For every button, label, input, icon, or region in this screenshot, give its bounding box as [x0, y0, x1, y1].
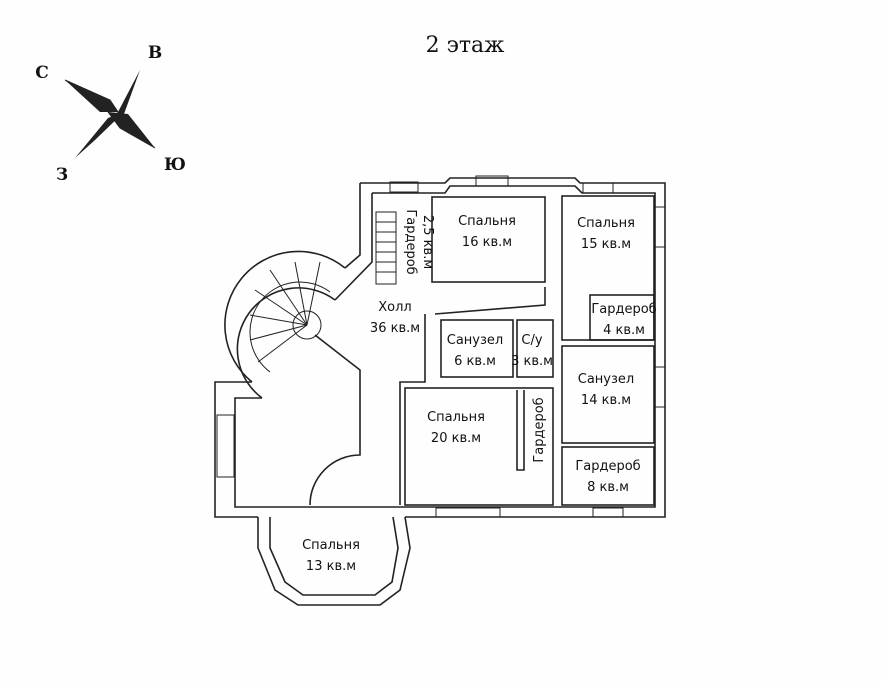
room-name: Спальня	[577, 216, 635, 231]
room-area: 14 кв.м	[581, 393, 631, 408]
room-name: Гардероб	[591, 302, 656, 317]
compass-east: В	[148, 43, 162, 63]
room-name: Холл	[378, 300, 411, 315]
room-area: 6 кв.м	[454, 354, 496, 369]
room-area: 16 кв.м	[462, 235, 512, 250]
room-area: 15 кв.м	[581, 237, 631, 252]
room-area: 13 кв.м	[306, 559, 356, 574]
room-area: 2,5 кв.м	[420, 215, 435, 269]
room-name: Гардероб	[403, 209, 418, 274]
walls	[214, 175, 666, 606]
room-name: Спальня	[458, 214, 516, 229]
room-area: 20 кв.м	[431, 431, 481, 446]
room-name: Гардероб	[575, 459, 640, 474]
room-labels: Спальня 16 кв.м Спальня 15 кв.м Гардероб…	[302, 209, 657, 574]
room-name: Санузел	[447, 333, 503, 348]
room-name: Спальня	[427, 410, 485, 425]
room-name: Санузел	[578, 372, 634, 387]
compass-north: С	[35, 63, 49, 83]
compass-icon	[64, 70, 156, 158]
room-name: Спальня	[302, 538, 360, 553]
room-name: С/у	[521, 333, 542, 348]
room-area: 8 кв.м	[587, 480, 629, 495]
compass-west: З	[56, 165, 68, 185]
room-name: Гардероб	[532, 397, 547, 462]
room-area: 3 кв.м	[511, 354, 553, 369]
floor-title: 2 этаж	[426, 33, 505, 58]
room-area: 4 кв.м	[603, 323, 645, 338]
room-area: 36 кв.м	[370, 321, 420, 336]
compass-south: Ю	[164, 155, 186, 175]
